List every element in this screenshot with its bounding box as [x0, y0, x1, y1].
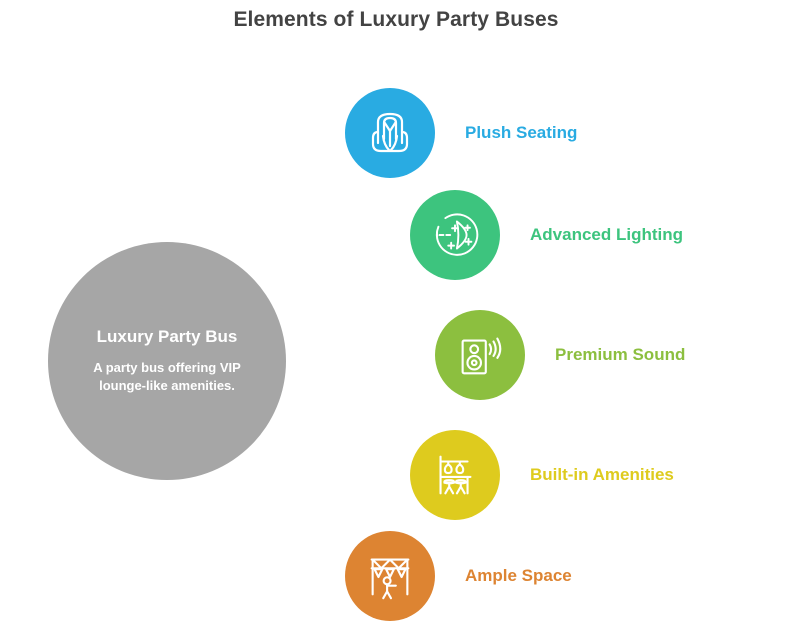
branch-label: Built-in Amenities: [530, 465, 674, 484]
central-hub-node: Luxury Party Bus A party bus offering VI…: [48, 242, 286, 480]
branch-label: Advanced Lighting: [530, 225, 683, 244]
branch-icon-circle: [410, 190, 500, 280]
branch-icon-circle: [410, 430, 500, 520]
page-title: Elements of Luxury Party Buses: [233, 8, 559, 31]
branch-label: Plush Seating: [465, 123, 578, 142]
branch-icon-circle: [345, 88, 435, 178]
person-canopy-icon: [370, 558, 410, 600]
sparkle-light-icon: [435, 213, 479, 256]
branch-item-ample-space: Ample Space: [345, 531, 572, 621]
branch-item-premium-sound: Premium Sound: [435, 310, 685, 400]
branch-icon-circle: [345, 531, 435, 621]
bar-counter-icon: [439, 455, 472, 495]
hub-title: Luxury Party Bus: [96, 327, 238, 347]
branch-item-built-in-amenities: Built-in Amenities: [410, 430, 674, 520]
hub-description: A party bus offering VIP lounge-like ame…: [93, 360, 241, 393]
speaker-icon: [461, 337, 502, 375]
branch-label: Ample Space: [465, 566, 572, 585]
branch-icon-circle: [435, 310, 525, 400]
branch-label: Premium Sound: [555, 345, 686, 364]
branch-item-advanced-lighting: Advanced Lighting: [410, 190, 683, 280]
armchair-icon: [371, 112, 409, 153]
branch-item-plush-seating: Plush Seating: [345, 88, 577, 178]
